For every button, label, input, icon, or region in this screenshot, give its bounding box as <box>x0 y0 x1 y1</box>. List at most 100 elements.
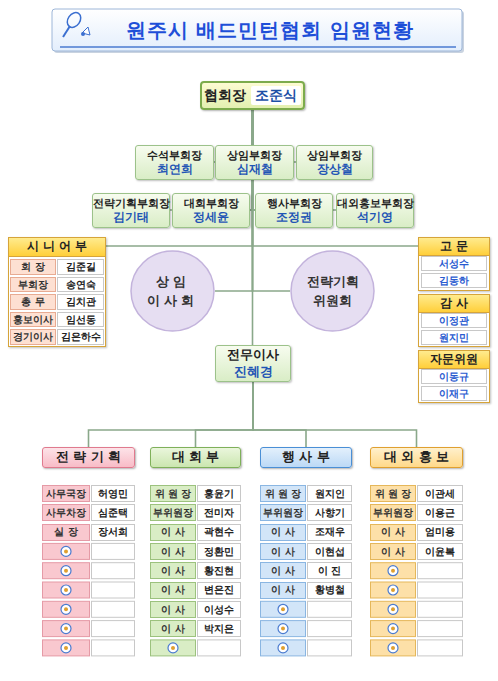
role-cell: 이 사 <box>260 562 306 579</box>
empty-row <box>371 601 463 617</box>
name-cell: 김치관 <box>57 294 104 310</box>
name-text: 원지인 <box>315 488 345 500</box>
department-name: 대 외 홍 보 <box>384 450 449 464</box>
name-cell: 이성수 <box>197 601 241 618</box>
badminton-emblem-dot <box>281 646 285 650</box>
name-cell: 임선동 <box>57 312 104 328</box>
role-text: 상임부회장 <box>227 149 282 161</box>
empty-row <box>151 640 241 656</box>
title-underline <box>60 46 456 48</box>
group-box: 고 문서성수김동하 <box>418 237 490 291</box>
group-heading: 시 니 어 부 <box>9 238 105 257</box>
name-text: 조재우 <box>315 526 345 538</box>
role-text: 협회장 <box>204 87 246 103</box>
role-text: 전무이사 <box>227 348 279 363</box>
name-text: 정세윤 <box>193 211 229 225</box>
name-text: 조정권 <box>276 211 312 225</box>
name-text: 변은진 <box>204 584 234 596</box>
empty-row <box>43 543 135 559</box>
empty-row <box>371 621 463 637</box>
group-box: 감 사이정관원지민 <box>418 294 490 347</box>
name-cell: 이용근 <box>417 504 463 521</box>
officer-box: 수석부회장최연희 <box>135 145 214 180</box>
badminton-emblem-dot <box>64 588 68 592</box>
empty-row <box>43 640 135 656</box>
group-box: 자문위원이동규이재구 <box>418 350 490 403</box>
name-cell: 조재우 <box>307 524 352 541</box>
role-text: 위 원 장 <box>375 488 412 500</box>
role-cell: 이 사 <box>150 601 196 618</box>
role-text: 홍보이사 <box>13 314 53 326</box>
empty-row <box>371 640 463 656</box>
role-cell: 이 사 <box>260 524 306 541</box>
role-cell: 홍보이사 <box>10 312 56 328</box>
officer-box: 전략기획부회장김기태 <box>92 193 170 228</box>
badminton-icon <box>63 10 90 37</box>
name-text: 심재철 <box>237 163 273 177</box>
role-cell: 부위원장 <box>150 504 196 521</box>
name-text: 서성수 <box>439 258 469 270</box>
badminton-emblem-dot <box>391 646 395 650</box>
role-text: 이 사 <box>161 526 184 538</box>
name-cell: 곽현수 <box>197 524 241 541</box>
badminton-emblem-dot <box>64 549 68 553</box>
role-cell: 이 사 <box>150 543 196 560</box>
committee-circle: 상임 이사회 <box>130 250 215 332</box>
role-cell: 부회장 <box>10 277 56 293</box>
role-text: 부회장 <box>18 279 48 291</box>
role-text: 총 무 <box>21 296 44 308</box>
name-cell: 허영민 <box>91 485 135 502</box>
role-text: 이 사 <box>271 565 294 577</box>
role-text: 회 장 <box>21 261 44 273</box>
role-text: 부위원장 <box>153 507 193 519</box>
group-heading: 감 사 <box>419 295 489 313</box>
role-text: 경기이사 <box>13 331 53 343</box>
role-text: 이 사 <box>271 584 294 596</box>
role-cell: 부위원장 <box>370 504 416 521</box>
badminton-emblem <box>388 643 398 653</box>
badminton-emblem <box>388 624 398 634</box>
role-text: 실 장 <box>54 526 77 538</box>
title-box <box>52 9 462 51</box>
name-text: 진혜경 <box>234 365 273 380</box>
role-text: 위 원 장 <box>265 488 302 500</box>
badminton-emblem <box>168 643 178 653</box>
role-text: 수석부회장 <box>147 149 202 161</box>
role-text: 사무차장 <box>46 507 86 519</box>
name-text: 최연희 <box>157 163 193 177</box>
role-cell: 총 무 <box>10 294 56 310</box>
badminton-emblem-dot <box>64 569 68 573</box>
department-header: 전 략 기 획 <box>42 447 135 468</box>
role-text: 이 사 <box>381 546 404 558</box>
role-cell: 사무차장 <box>42 504 90 521</box>
badminton-emblem-dot <box>391 607 395 611</box>
name-cell: 황병철 <box>307 582 352 599</box>
badminton-emblem <box>278 643 288 653</box>
name-text: 이윤복 <box>425 546 455 558</box>
role-cell: 이 사 <box>370 524 416 541</box>
empty-row <box>371 563 463 579</box>
name-text: 원지민 <box>439 332 469 344</box>
badminton-emblem <box>388 566 398 576</box>
name-cell: 김준길 <box>57 259 104 275</box>
name-cell: 김은하수 <box>57 329 104 345</box>
badminton-emblem-dot <box>64 627 68 631</box>
officer-box: 대회부회장정세윤 <box>172 193 250 228</box>
role-text: 대회부회장 <box>184 197 239 209</box>
name-text: 이현섭 <box>315 546 345 558</box>
name-text: 사향기 <box>315 507 345 519</box>
name-text: 심준택 <box>98 507 128 519</box>
role-text: 사무국장 <box>46 488 86 500</box>
empty-row <box>43 582 135 598</box>
name-cell: 이동규 <box>421 369 487 384</box>
group-heading: 자문위원 <box>419 351 489 369</box>
name-cell: 이현섭 <box>307 543 352 560</box>
role-text: 전략기획부회장 <box>93 197 170 209</box>
president-box: 협회장조준식 <box>200 81 305 110</box>
name-cell: 변은진 <box>197 582 241 599</box>
role-text: 행사부회장 <box>267 197 322 209</box>
name-text: 장서희 <box>98 526 128 538</box>
name-text: 이관세 <box>425 488 455 500</box>
empty-row <box>43 563 135 579</box>
name-text: 전미자 <box>204 507 234 519</box>
